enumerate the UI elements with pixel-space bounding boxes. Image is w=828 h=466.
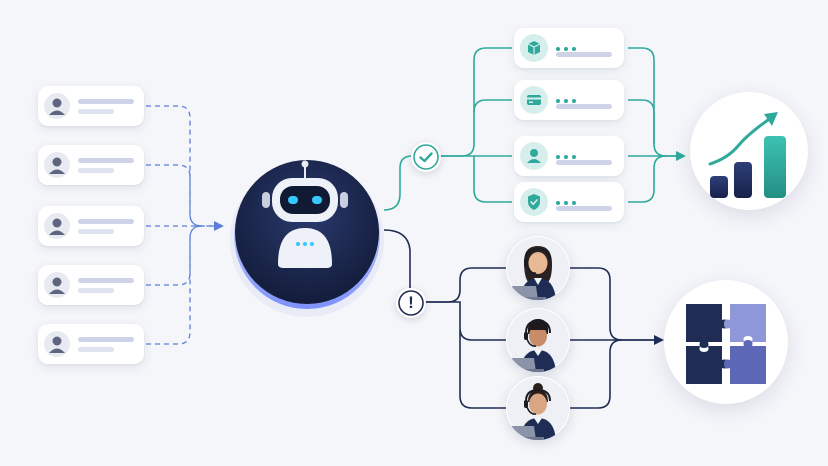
- hub-to-check-line: [383, 155, 413, 211]
- checkmark-icon: [413, 144, 439, 170]
- user-icon: [44, 93, 70, 119]
- user-icon: [44, 152, 70, 178]
- source-card-4: [38, 265, 144, 305]
- check-to-task-1: [440, 47, 512, 157]
- user-icon: [44, 213, 70, 239]
- support-agent-icon: [506, 377, 569, 440]
- support-agent-icon: [506, 309, 569, 372]
- growth-arrow: [676, 151, 686, 161]
- package-icon: [520, 34, 548, 62]
- support-agent-1: [506, 236, 570, 300]
- resolution-outcome: [664, 280, 788, 404]
- source-card-3: [38, 206, 144, 246]
- task-card-user: [514, 136, 624, 176]
- agent-1-to-outcome: [570, 267, 654, 341]
- source-line-5: [146, 225, 203, 345]
- task-2-to-outcome: [628, 99, 655, 144]
- task-card-security: [514, 182, 624, 222]
- source-line-2: [146, 164, 203, 227]
- alert-to-agent-1: [424, 267, 506, 303]
- source-card-5: [38, 324, 144, 364]
- task-card-package: [514, 28, 624, 68]
- support-agent-icon: [506, 237, 569, 300]
- shield-check-icon: [520, 188, 548, 216]
- source-card-2: [38, 145, 144, 185]
- support-agent-3: [506, 376, 570, 440]
- user-icon: [520, 142, 548, 170]
- check-to-task-2: [473, 99, 512, 113]
- growth-chart-icon: [708, 112, 786, 198]
- task-4-to-outcome: [628, 155, 667, 203]
- exclamation-icon: !: [408, 293, 414, 312]
- growth-outcome: [690, 92, 808, 210]
- escalation-badge: !: [396, 288, 426, 318]
- source-card-1: [38, 86, 144, 126]
- alert-to-agent-2: [424, 301, 506, 341]
- check-to-task-4: [473, 156, 512, 203]
- source-line-4: [146, 225, 203, 286]
- robot-hub: [226, 156, 388, 318]
- credit-card-icon: [520, 86, 548, 114]
- alert-to-agent-3: [459, 330, 506, 409]
- puzzle-icon: [686, 304, 766, 384]
- puzzle-arrow: [654, 335, 664, 345]
- task-1-to-outcome: [628, 47, 676, 157]
- user-icon: [44, 331, 70, 357]
- support-agent-2: [506, 308, 570, 372]
- robot-icon: [262, 160, 348, 268]
- task-card-payment: [514, 80, 624, 120]
- agent-3-to-outcome: [570, 339, 623, 409]
- source-line-1: [146, 105, 214, 227]
- user-icon: [44, 272, 70, 298]
- hub-to-alert-line: [383, 229, 411, 290]
- hub-arrow: [214, 221, 224, 231]
- approval-badge: [411, 142, 441, 172]
